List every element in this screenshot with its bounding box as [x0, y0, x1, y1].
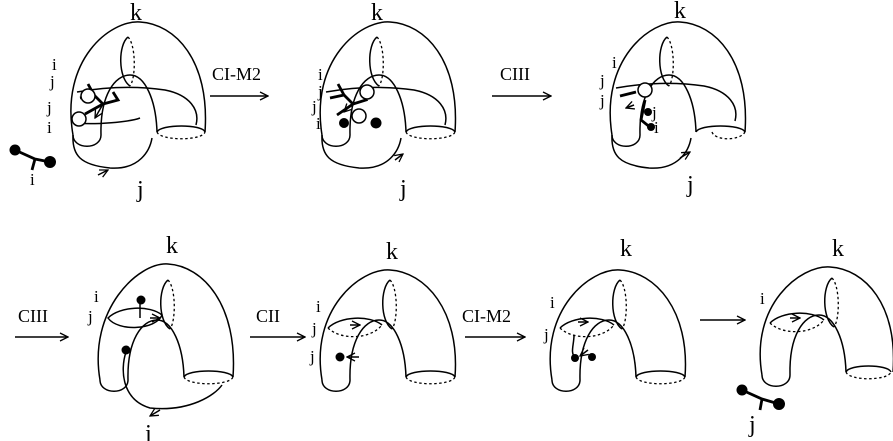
panel-top-2: k j i j j i	[311, 0, 457, 202]
label-left-2: j	[46, 98, 52, 117]
label-left-0: i	[760, 289, 765, 308]
arrow-label: CII	[256, 306, 280, 326]
label-left-1: j	[543, 325, 549, 344]
label-left-2: j	[311, 97, 317, 116]
panel-bottom-3: k i j	[543, 236, 687, 392]
label-left-1: j	[599, 71, 605, 90]
label-k: k	[674, 0, 686, 24]
arrow-label: CIII	[18, 306, 48, 326]
label-left-1: j	[49, 72, 55, 91]
label-left-2: j	[309, 347, 315, 366]
label-k: k	[371, 0, 383, 26]
label-bottom: j	[686, 172, 694, 198]
label-left-0: i	[612, 53, 617, 72]
label-inner-1: i	[654, 118, 659, 137]
label-bottom: j	[144, 421, 152, 441]
label-left-0: i	[318, 65, 323, 84]
panel-top-1: k j i j j i i	[9, 0, 207, 203]
panel-bottom-2: k i j j	[309, 239, 457, 392]
label-k: k	[386, 239, 398, 265]
label-k: k	[832, 236, 844, 262]
arrow-bottom-3: CI-M2	[462, 306, 525, 337]
label-left-2: j	[599, 91, 605, 110]
label-left-0: i	[550, 293, 555, 312]
label-bottom: j	[399, 176, 407, 202]
label-k: k	[620, 236, 632, 262]
label-left-1: j	[311, 319, 317, 338]
label-left-0: i	[52, 55, 57, 74]
label-k: k	[130, 0, 142, 26]
arrow-label: CI-M2	[212, 64, 261, 84]
label-left-1: j	[87, 307, 93, 326]
arrow-label: CIII	[500, 64, 530, 84]
label-bottom: j	[748, 412, 756, 438]
arrow-top-2: CIII	[492, 64, 551, 96]
panel-bottom-1: k j i j	[87, 233, 235, 441]
label-inner-0: j	[651, 103, 657, 122]
panel-top-3: k j i j j j i	[599, 0, 747, 198]
arrow-top-1: CI-M2	[210, 64, 268, 96]
label-left-1: j	[317, 82, 323, 101]
label-k: k	[166, 233, 178, 259]
arrow-bottom-1: CIII	[15, 306, 68, 337]
label-left-0: i	[94, 287, 99, 306]
label-extra: i	[30, 170, 35, 189]
arrow-label: CI-M2	[462, 306, 511, 326]
arrow-bottom-2: CII	[250, 306, 305, 337]
label-bottom: j	[136, 177, 144, 203]
label-left-3: i	[316, 114, 321, 133]
panel-bottom-4: k j i	[736, 236, 893, 438]
label-left-0: i	[316, 297, 321, 316]
label-left-3: i	[47, 118, 52, 137]
